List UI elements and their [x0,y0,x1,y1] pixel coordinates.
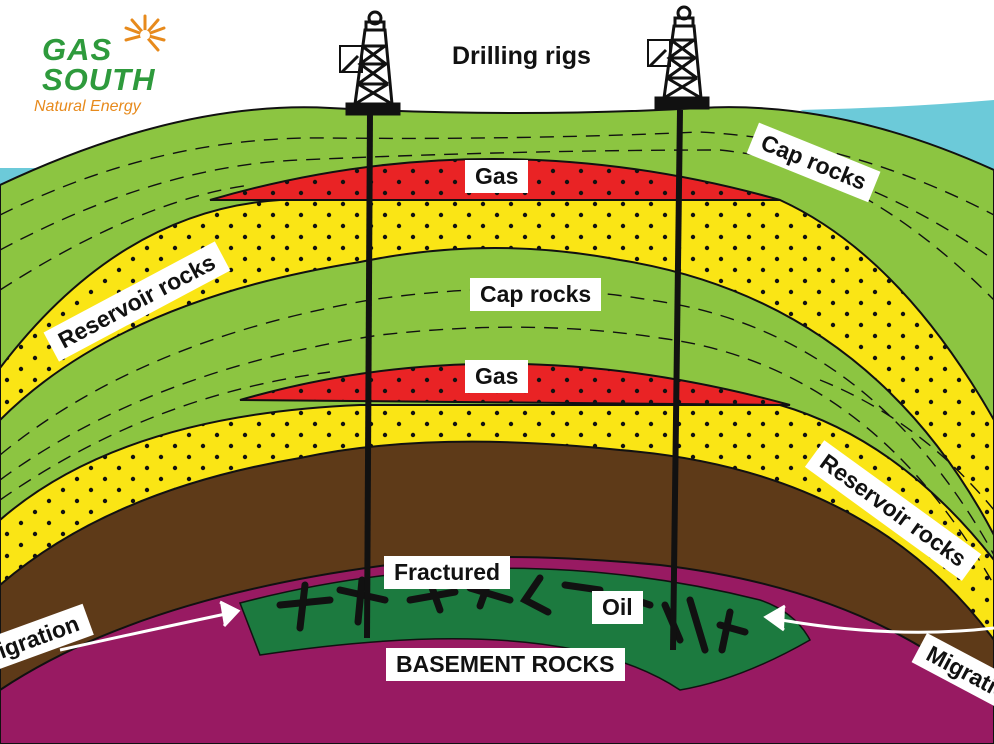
drilling-rig-left [339,10,401,116]
label-oil: Oil [592,591,643,625]
sky-left [0,160,60,200]
diagram-title: Drilling rigs [452,42,591,70]
logo-line-1: GAS [42,32,113,67]
fracture-marks [276,574,749,654]
logo-tagline: Natural Energy [34,98,141,115]
label-gas-lower: Gas [465,360,529,394]
drill-pipe-left [364,111,373,639]
logo-line-2: SOUTH [42,62,156,97]
gas-south-logo: GAS SOUTH Natural Energy [22,12,182,122]
migration-arrow-right [763,604,994,634]
label-cap-rocks-middle: Cap rocks [470,278,602,312]
label-basement-rocks: BASEMENT ROCKS [386,648,625,682]
sun-logo-icon [124,14,166,52]
label-fractured: Fractured [384,556,511,590]
drill-pipe-right [670,109,683,651]
drilling-rig-right [647,5,710,110]
sky-right [800,100,994,260]
migration-arrow-left [59,600,241,652]
label-gas-upper: Gas [465,160,529,194]
